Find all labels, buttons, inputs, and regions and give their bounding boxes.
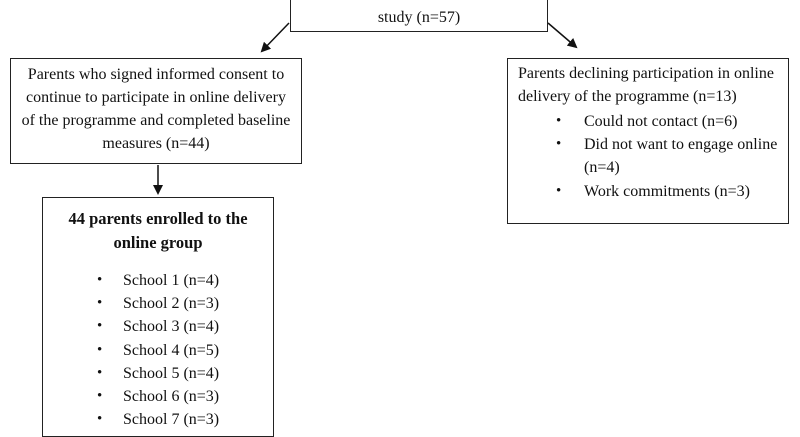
list-item: School 1 (n=4) [53, 269, 263, 292]
list-item: School 3 (n=4) [53, 315, 263, 338]
enrolled-parents-title: 44 parents enrolled to the online group [68, 209, 248, 252]
list-item: School 6 (n=3) [53, 385, 263, 408]
list-item: Did not want to engage online (n=4) [518, 133, 778, 179]
list-item: School 2 (n=3) [53, 292, 263, 315]
consented-parents-box: Parents who signed informed consent to c… [10, 58, 302, 164]
declined-parents-box: Parents declining participation in onlin… [507, 58, 789, 224]
arrow-to-declined [547, 22, 578, 49]
enrolled-parents-box: 44 parents enrolled to the online group … [42, 197, 274, 437]
list-item: School 7 (n=3) [53, 408, 263, 431]
list-item: School 5 (n=4) [53, 362, 263, 385]
eligible-parents-box: study (n=57) [290, 0, 548, 32]
school-list: School 1 (n=4) School 2 (n=3) School 3 (… [53, 269, 263, 432]
arrow-to-consent [260, 22, 290, 53]
list-item: School 4 (n=5) [53, 339, 263, 362]
declined-parents-heading: Parents declining participation in onlin… [518, 65, 774, 105]
declined-reasons-list: Could not contact (n=6) Did not want to … [518, 110, 778, 203]
eligible-parents-text: study (n=57) [377, 9, 461, 26]
list-item: Could not contact (n=6) [518, 110, 778, 133]
list-item: Work commitments (n=3) [518, 180, 778, 203]
consented-parents-text: Parents who signed informed consent to c… [21, 66, 291, 152]
